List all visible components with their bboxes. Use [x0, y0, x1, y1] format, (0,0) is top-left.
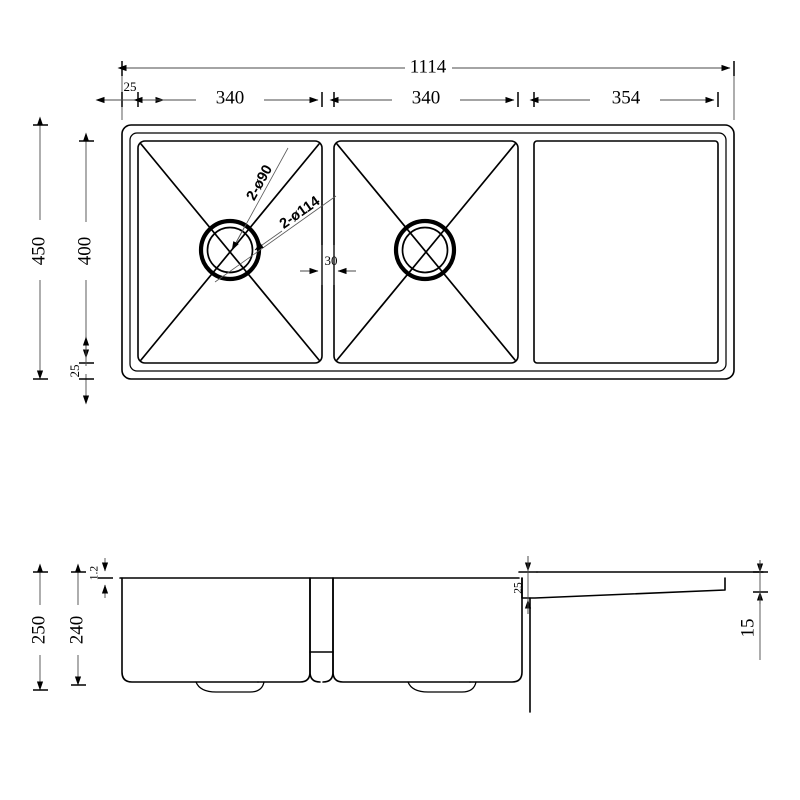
- dim-section-bowl-height-label: 240: [66, 616, 87, 645]
- dim-overall-width-label: 1114: [410, 56, 447, 77]
- sink-inner-rim: [129, 132, 727, 372]
- dim-bowl-gap: 30: [300, 245, 356, 285]
- dim-overall-width: 1114: [117, 56, 735, 120]
- dim-section-overall-height: 250: [28, 563, 49, 691]
- callout-waste-small: 2-ø90: [231, 147, 289, 251]
- section-drainer-profile: [521, 577, 726, 599]
- dim-bowl2-width: 340: [329, 87, 515, 108]
- dim-lip-height: 15: [737, 560, 768, 660]
- dim-row-secondary: 25 340 340 354: [95, 79, 719, 108]
- callout-waste-large: 2-ø114: [214, 193, 337, 283]
- dim-bowl-depth-label: 400: [74, 237, 95, 266]
- bowl-left-diagonals: [140, 143, 320, 361]
- section-bowl-right: [332, 577, 471, 683]
- bowl-right-diagonals: [336, 143, 516, 361]
- dim-rim-drop-label: 25: [513, 582, 525, 594]
- dim-bowl2-width-label: 340: [412, 87, 441, 108]
- drainer-panel: [533, 140, 719, 364]
- dim-material-thickness: 1.2: [89, 558, 113, 598]
- bowl-right-waste-hole: [393, 218, 457, 282]
- dim-drainer-width: 354: [529, 87, 715, 108]
- section-rim-top: [119, 571, 764, 579]
- dim-left-margin: 25: [95, 79, 165, 104]
- callout-waste-small-label: 2-ø90: [244, 162, 276, 203]
- dim-bottom-margin: 25: [67, 336, 94, 405]
- section-bowl-right-drain-indent: [407, 681, 477, 693]
- dim-rim-drop: 25: [513, 556, 532, 614]
- dim-bowl1-width: 340: [133, 87, 319, 108]
- dim-material-thickness-label: 1.2: [89, 566, 101, 581]
- section-bowl-divider: [309, 577, 334, 683]
- dim-bowl-depth: 400: [74, 132, 95, 364]
- section-bowl-left: [121, 577, 259, 683]
- section-bowl-right-wall: [469, 577, 523, 683]
- plan-view: 1114 25: [28, 56, 735, 405]
- dim-drainer-width-label: 354: [612, 87, 641, 108]
- dim-bottom-margin-label: 25: [67, 365, 82, 378]
- bowl-left-waste-hole: [198, 218, 262, 282]
- dim-bowl1-width-label: 340: [216, 87, 245, 108]
- section-view: 250 240 1.2 25: [28, 556, 768, 713]
- section-bowl-left-right-wall: [257, 577, 311, 683]
- callout-waste-large-label: 2-ø114: [277, 193, 323, 232]
- dim-section-overall-height-label: 250: [28, 616, 49, 645]
- section-bowl-left-drain-indent: [195, 681, 265, 693]
- dim-left-margin-label: 25: [124, 79, 137, 94]
- dim-lip-height-label: 15: [737, 619, 758, 638]
- dim-bowl-gap-label: 30: [325, 253, 338, 268]
- sink-outer-rim: [121, 124, 735, 380]
- dim-section-bowl-height: 240: [66, 563, 87, 686]
- dim-overall-depth-label: 450: [28, 237, 49, 266]
- dim-overall-depth: 450: [28, 116, 49, 380]
